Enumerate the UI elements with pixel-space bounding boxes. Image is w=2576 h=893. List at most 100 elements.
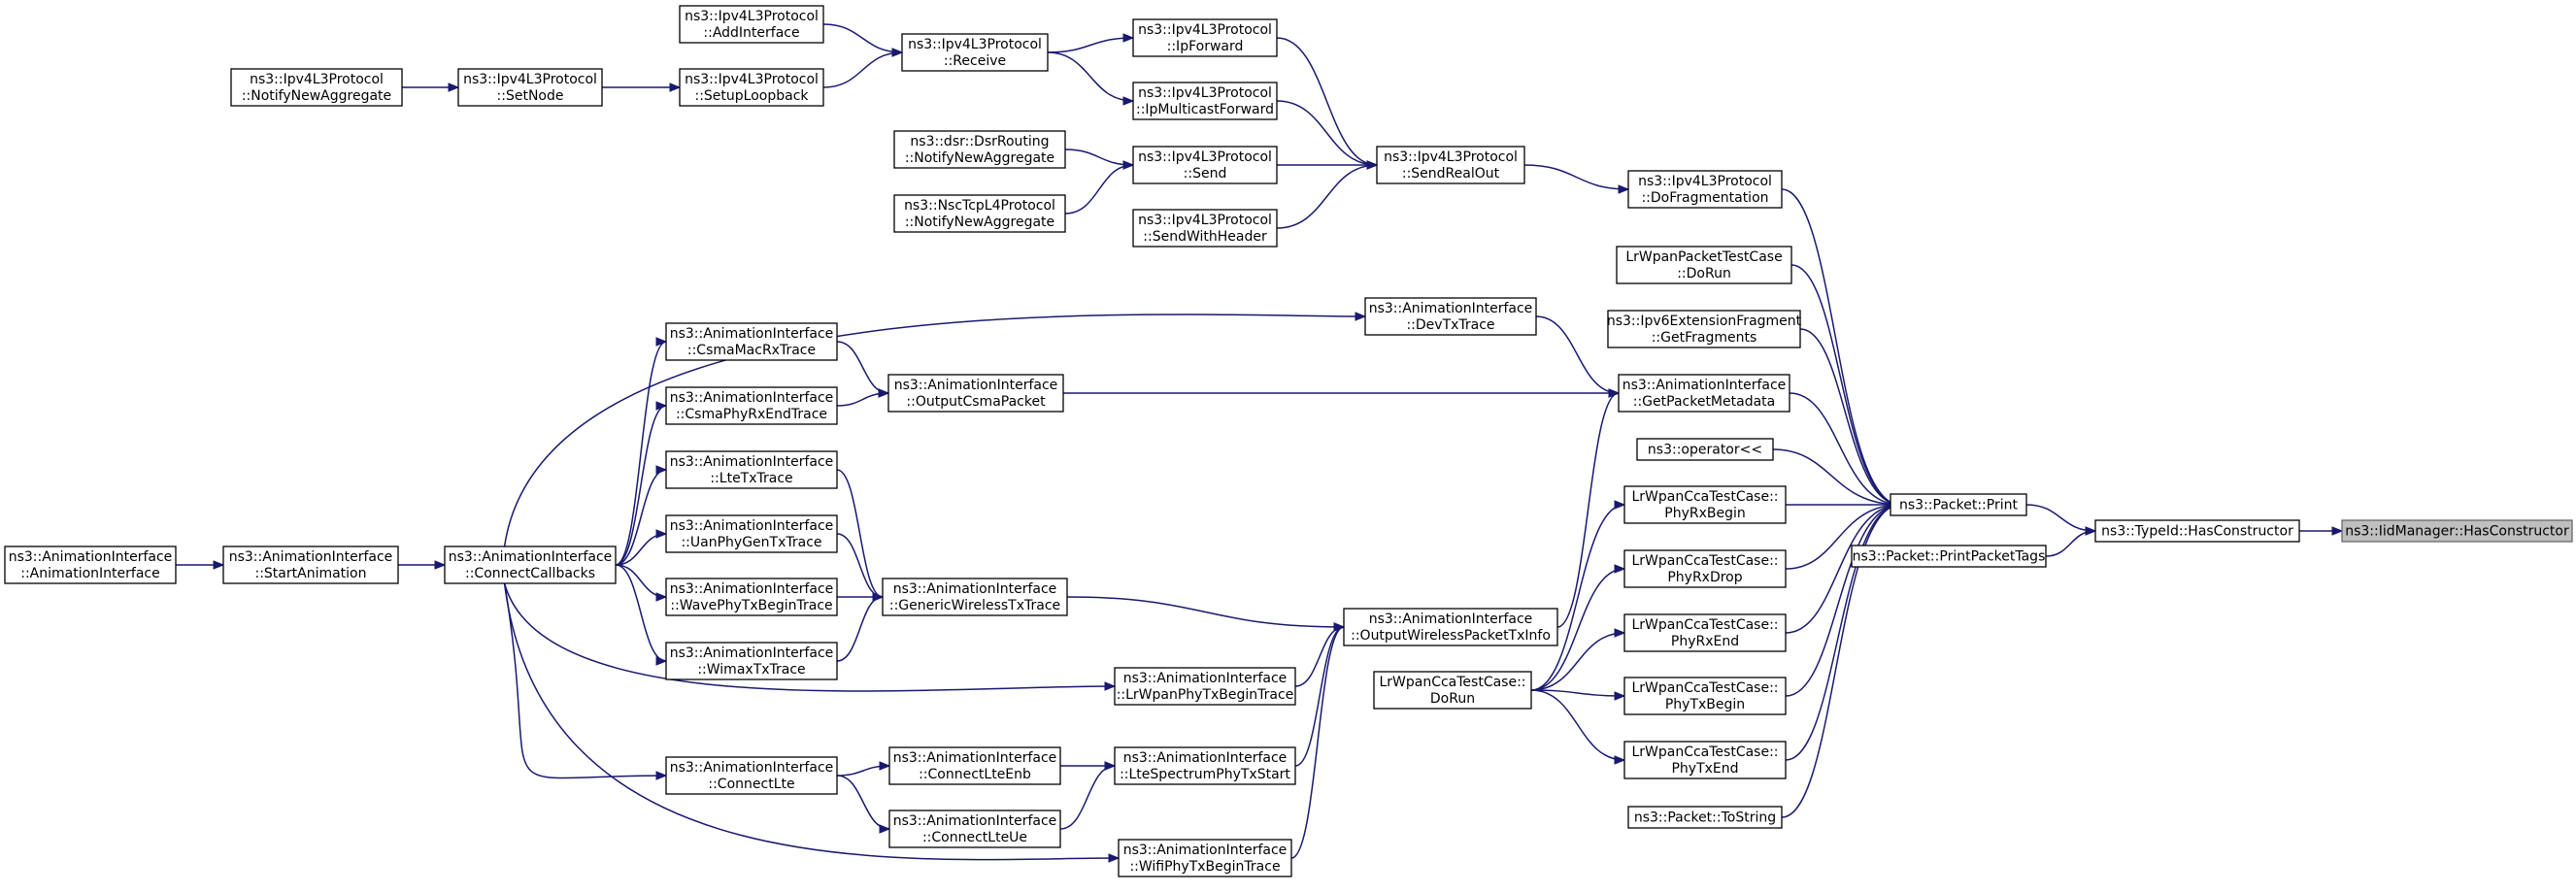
graph-node[interactable]: ns3::AnimationInterface::WifiPhyTxBeginT… xyxy=(1118,839,1292,877)
edge-arrowhead xyxy=(655,592,668,602)
edge-arrowhead xyxy=(891,48,904,57)
graph-node[interactable]: ns3::AnimationInterface::CsmaPhyRxEndTra… xyxy=(665,386,838,425)
graph-node[interactable]: ns3::Ipv4L3Protocol::Send xyxy=(1132,146,1278,184)
edge-arrowhead xyxy=(1614,564,1626,574)
graph-node[interactable]: ns3::AnimationInterface::CsmaMacRxTrace xyxy=(665,322,838,361)
graph-node[interactable]: ns3::TypeId::HasConstructor xyxy=(2094,519,2300,543)
graph-node[interactable]: LrWpanCcaTestCase::PhyTxEnd xyxy=(1623,741,1787,779)
graph-node[interactable]: ns3::AnimationInterface::ConnectLteUe xyxy=(888,810,1061,848)
node-box xyxy=(1623,485,1787,524)
graph-node[interactable]: ns3::AnimationInterface::LrWpanPhyTxBegi… xyxy=(1114,667,1296,706)
graph-node[interactable]: LrWpanCcaTestCase::PhyRxEnd xyxy=(1623,613,1787,652)
node-box xyxy=(888,746,1061,785)
node-label: ns3::TypeId::HasConstructor xyxy=(2101,524,2293,540)
graph-node[interactable]: ns3::AnimationInterface::WimaxTxTrace xyxy=(665,642,838,680)
graph-node[interactable]: ns3::Ipv4L3Protocol::DoFragmentation xyxy=(1627,170,1783,209)
edge-arrowhead xyxy=(448,83,460,92)
node-label: ns3::AnimationInterface xyxy=(670,645,834,661)
edge-arrowhead xyxy=(1108,853,1121,863)
call-edge xyxy=(1066,596,1346,632)
edge-arrowhead xyxy=(1614,755,1626,765)
graph-node[interactable]: ns3::Ipv4L3Protocol::SetNode xyxy=(457,68,603,107)
call-edge xyxy=(503,582,668,780)
node-box xyxy=(665,450,838,489)
graph-node[interactable]: ns3::AnimationInterface::OutputCsmaPacke… xyxy=(887,374,1064,413)
call-edge xyxy=(1063,388,1621,398)
node-box xyxy=(1627,806,1783,829)
graph-node[interactable]: ns3::AnimationInterface::DevTxTrace xyxy=(1364,297,1537,336)
node-label: ::WifiPhyTxBeginTrace xyxy=(1129,859,1280,875)
node-label: ::WimaxTxTrace xyxy=(697,662,805,678)
graph-node[interactable]: ns3::IidManager::HasConstructor xyxy=(2341,519,2573,543)
node-label: LrWpanCcaTestCase:: xyxy=(1631,744,1778,760)
edge-arrowhead xyxy=(1104,681,1117,691)
graph-node[interactable]: LrWpanCcaTestCase::DoRun xyxy=(1373,671,1532,710)
edge-line xyxy=(1781,504,1901,818)
graph-node[interactable]: ns3::AnimationInterface::GetPacketMetada… xyxy=(1618,374,1790,413)
edge-line xyxy=(1799,328,1901,506)
graph-node[interactable]: ns3::NscTcpL4Protocol::NotifyNewAggregat… xyxy=(893,194,1066,233)
graph-node[interactable]: ns3::Ipv4L3Protocol::Receive xyxy=(901,33,1049,72)
edge-line xyxy=(836,596,884,662)
graph-node[interactable]: ns3::Packet::Print xyxy=(1890,493,2027,516)
edge-arrowhead xyxy=(1104,761,1117,771)
edge-line xyxy=(1785,504,1901,634)
graph-node[interactable]: LrWpanPacketTestCase::DoRun xyxy=(1616,246,1792,284)
graph-node[interactable]: ns3::Packet::ToString xyxy=(1627,806,1783,829)
graph-node[interactable]: ns3::AnimationInterface::AnimationInterf… xyxy=(4,546,177,584)
node-box xyxy=(1851,545,2047,568)
call-edge xyxy=(503,582,1121,863)
node-box xyxy=(1623,613,1787,652)
graph-node[interactable]: ns3::Ipv4L3Protocol::IpMulticastForward xyxy=(1132,82,1278,120)
node-label: ::NotifyNewAggregate xyxy=(242,88,391,104)
edge-line xyxy=(503,582,667,779)
graph-node[interactable]: ns3::AnimationInterface::OutputWirelessP… xyxy=(1343,608,1558,646)
edge-line xyxy=(2045,530,2096,557)
graph-node[interactable]: LrWpanCcaTestCase::PhyTxBegin xyxy=(1623,677,1787,715)
graph-node[interactable]: ns3::Ipv4L3Protocol::AddInterface xyxy=(679,5,824,44)
edge-arrowhead xyxy=(1355,312,1367,321)
node-label: ns3::AnimationInterface xyxy=(229,549,393,565)
graph-node[interactable]: LrWpanCcaTestCase::PhyRxDrop xyxy=(1623,549,1787,588)
edge-arrowhead xyxy=(1366,160,1379,170)
edge-line xyxy=(1294,626,1345,687)
call-edge xyxy=(615,337,668,566)
call-edge xyxy=(822,48,904,88)
graph-node[interactable]: ns3::AnimationInterface::ConnectLte xyxy=(665,756,838,795)
node-label: ns3::AnimationInterface xyxy=(1123,750,1288,766)
graph-node[interactable]: ns3::AnimationInterface::ConnectCallback… xyxy=(444,546,617,584)
node-box xyxy=(665,756,838,795)
graph-node[interactable]: ns3::dsr::DsrRouting::NotifyNewAggregate xyxy=(893,130,1066,169)
graph-node[interactable]: ns3::AnimationInterface::LteTxTrace xyxy=(665,450,838,489)
edge-arrowhead xyxy=(1608,388,1621,398)
edge-line xyxy=(1530,568,1625,691)
graph-node[interactable]: ns3::AnimationInterface::GenericWireless… xyxy=(882,578,1068,616)
edge-line xyxy=(1290,626,1345,859)
node-label: ::ConnectLte xyxy=(708,777,794,792)
node-label: PhyRxBegin xyxy=(1664,506,1745,521)
graph-node[interactable]: ns3::AnimationInterface::ConnectLteEnb xyxy=(888,746,1061,785)
graph-node[interactable]: ns3::Ipv6ExtensionFragment::GetFragments xyxy=(1607,310,1802,348)
graph-node[interactable]: ns3::Ipv4L3Protocol::NotifyNewAggregate xyxy=(230,68,403,107)
node-label: ::GetPacketMetadata xyxy=(1633,394,1775,410)
graph-node[interactable]: LrWpanCcaTestCase::PhyRxBegin xyxy=(1623,485,1787,524)
node-label: ::Receive xyxy=(944,53,1006,69)
node-label: ns3::AnimationInterface xyxy=(1369,612,1533,627)
node-box xyxy=(1343,608,1558,646)
graph-node[interactable]: ns3::AnimationInterface::UanPhyGenTxTrac… xyxy=(665,514,838,553)
graph-node[interactable]: ns3::AnimationInterface::WavePhyTxBeginT… xyxy=(665,578,838,616)
graph-node[interactable]: ns3::operator<< xyxy=(1636,438,1774,461)
graph-node[interactable]: ns3::Ipv4L3Protocol::SendRealOut xyxy=(1376,146,1525,184)
edge-arrowhead xyxy=(879,824,891,834)
graph-node[interactable]: ns3::Packet::PrintPacketTags xyxy=(1851,545,2047,568)
graph-node[interactable]: ns3::AnimationInterface::StartAnimation xyxy=(222,546,399,584)
graph-node[interactable]: ns3::Ipv4L3Protocol::SendWithHeader xyxy=(1132,209,1278,248)
call-edge xyxy=(2045,526,2097,557)
graph-node[interactable]: ns3::Ipv4L3Protocol::SetupLoopback xyxy=(679,68,824,107)
graph-node[interactable]: ns3::Ipv4L3Protocol::IpForward xyxy=(1132,18,1278,57)
graph-node[interactable]: ns3::AnimationInterface::LteSpectrumPhyT… xyxy=(1114,746,1296,785)
edge-arrowhead xyxy=(1122,96,1135,106)
call-edge xyxy=(822,23,904,57)
node-label: ns3::Packet::ToString xyxy=(1634,810,1776,826)
node-box xyxy=(665,514,838,553)
